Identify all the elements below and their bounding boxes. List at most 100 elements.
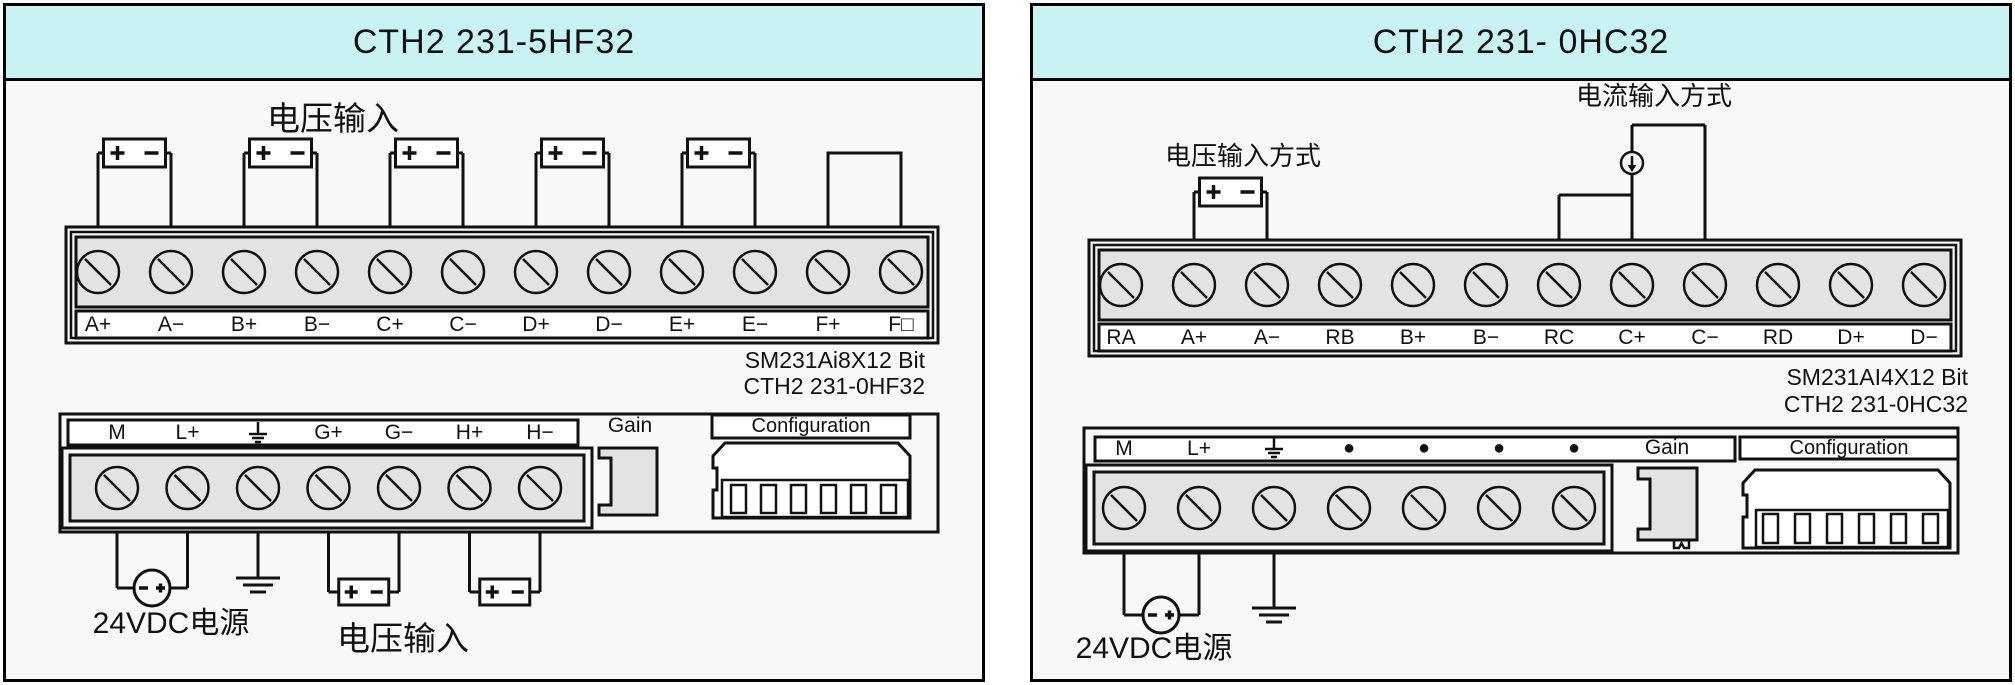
terminal-label: M xyxy=(1115,437,1133,460)
terminal-label: A+ xyxy=(85,313,111,336)
terminal-label: H− xyxy=(526,421,553,444)
voltage-source-wiring-h xyxy=(468,532,542,607)
terminal-label: RD xyxy=(1763,326,1793,349)
terminal-label: E− xyxy=(742,313,768,336)
current-source-wiring-c xyxy=(1557,123,1707,240)
battery-symbol xyxy=(478,577,532,607)
module-panel-231-0hc32: CTH2 231- 0HC32 电压输入方式 电流输入方式 xyxy=(1030,3,2012,682)
terminal-label: L+ xyxy=(1187,437,1211,460)
terminal-label: RB xyxy=(1325,326,1354,349)
model-text-line2: CTH2 231-0HF32 xyxy=(743,373,925,399)
battery-symbol xyxy=(393,137,460,169)
module-panel-231-5hf32: CTH2 231-5HF32 电压输入 xyxy=(3,3,985,682)
configuration-label-box xyxy=(710,413,912,440)
voltage-source-wiring-a xyxy=(96,137,173,227)
configuration-label: Configuration xyxy=(752,415,871,437)
terminal-label: B+ xyxy=(231,313,257,336)
dip-switch xyxy=(1761,512,1780,545)
battery-symbol xyxy=(101,137,168,169)
terminal-dot: ● xyxy=(1343,437,1355,459)
terminal-dot: ● xyxy=(1418,437,1430,459)
dip-switch xyxy=(1793,512,1812,545)
model-text-line2: CTH2 231-0HC32 xyxy=(1784,391,1968,417)
terminal-label: G− xyxy=(385,421,414,444)
terminal-label: RC xyxy=(1544,326,1574,349)
dip-switch-block xyxy=(1741,468,1952,550)
terminal-label: E+ xyxy=(669,313,695,336)
gain-label: Gain xyxy=(1645,436,1689,459)
panel-title-bar: CTH2 231-5HF32 xyxy=(6,6,982,81)
gain-potentiometer xyxy=(1636,466,1699,542)
gain-potentiometer xyxy=(597,446,659,517)
terminal-label: C− xyxy=(1691,326,1718,349)
gain-pot-tab xyxy=(1672,540,1691,550)
configuration-label-box xyxy=(1738,435,1960,461)
model-text-line1: SM231Ai8X12 Bit xyxy=(745,347,926,373)
lower-module-block: M L+ ● ● ● ● Gain Configuration xyxy=(1082,426,1960,555)
voltage-input-label-top: 电压输入 xyxy=(267,100,399,137)
dip-switch xyxy=(759,483,778,515)
power-supply-label: 24VDC电源 xyxy=(1076,632,1233,665)
terminal-label: D+ xyxy=(1837,326,1864,349)
terminal-label: A− xyxy=(1254,326,1280,349)
earth-ground-wiring xyxy=(234,532,282,594)
terminal-label: A+ xyxy=(1181,326,1207,349)
terminal-label: B− xyxy=(1473,326,1499,349)
top-terminal-strip: RA A+ A− RB B+ B− RC C+ C− RD D+ D− xyxy=(1087,238,1963,358)
battery-symbol xyxy=(247,137,314,169)
voltage-source-wiring-e xyxy=(680,137,757,227)
terminal-label: C+ xyxy=(1618,326,1645,349)
dip-switch xyxy=(729,483,748,515)
battery-symbol xyxy=(1197,176,1264,208)
terminal-dot: ● xyxy=(1493,437,1505,459)
terminal-label: L+ xyxy=(176,421,200,444)
dip-switch xyxy=(789,483,808,515)
panel-title-bar: CTH2 231- 0HC32 xyxy=(1033,6,2009,81)
dip-switch xyxy=(819,483,838,515)
voltage-source-wiring-c xyxy=(388,137,465,227)
dip-switch xyxy=(1889,512,1908,545)
voltage-source-wiring-g xyxy=(327,532,401,607)
gain-label: Gain xyxy=(608,414,652,437)
bottom-terminal-strip xyxy=(1084,463,1614,553)
battery-symbol xyxy=(685,137,752,169)
dc-power-source-symbol xyxy=(132,568,172,608)
battery-symbol xyxy=(539,137,606,169)
ground-symbol xyxy=(234,576,282,594)
voltage-source-wiring-d xyxy=(534,137,611,227)
ground-symbol xyxy=(1250,606,1298,624)
voltage-source-wiring-b xyxy=(242,137,319,227)
battery-symbol xyxy=(337,577,391,607)
terminal-label: A− xyxy=(158,313,184,336)
power-supply-wiring xyxy=(115,532,189,608)
left-wiring-diagram: 电压输入 xyxy=(58,100,940,657)
current-input-mode-label: 电流输入方式 xyxy=(1576,81,1732,111)
dip-switch xyxy=(1825,512,1844,545)
terminal-label: C− xyxy=(449,313,476,336)
power-supply-label: 24VDC电源 xyxy=(93,607,250,640)
terminal-label: M xyxy=(108,421,126,444)
right-wiring-diagram: 电压输入方式 电流输入方式 xyxy=(1076,81,1969,665)
earth-ground-wiring xyxy=(1250,553,1298,624)
shorting-link-f xyxy=(826,151,903,227)
dip-switch xyxy=(1857,512,1876,545)
terminal-label: F+ xyxy=(815,313,840,336)
dc-power-source-symbol xyxy=(1141,595,1181,635)
terminal-label: D− xyxy=(1910,326,1937,349)
voltage-input-mode-label: 电压输入方式 xyxy=(1165,141,1321,171)
dip-switch xyxy=(1921,512,1940,545)
terminal-label: H+ xyxy=(456,421,483,444)
top-terminal-strip: A+ A− B+ B− C+ C− D+ D− E+ E− F+ F□ xyxy=(64,225,940,345)
terminal-label: C+ xyxy=(376,313,403,336)
terminal-label: F□ xyxy=(888,313,914,336)
voltage-source-wiring-a xyxy=(1192,176,1269,240)
terminal-label: G+ xyxy=(314,421,343,444)
terminal-dot: ● xyxy=(1568,437,1580,459)
lower-module-block: M L+ G+ G− H+ H− Gain Configuration xyxy=(58,412,940,534)
terminal-label: D+ xyxy=(522,313,549,336)
panel-title: CTH2 231-5HF32 xyxy=(352,22,636,61)
terminal-label: B− xyxy=(304,313,330,336)
configuration-label: Configuration xyxy=(1790,437,1909,459)
model-text-line1: SM231AI4X12 Bit xyxy=(1786,364,1968,390)
